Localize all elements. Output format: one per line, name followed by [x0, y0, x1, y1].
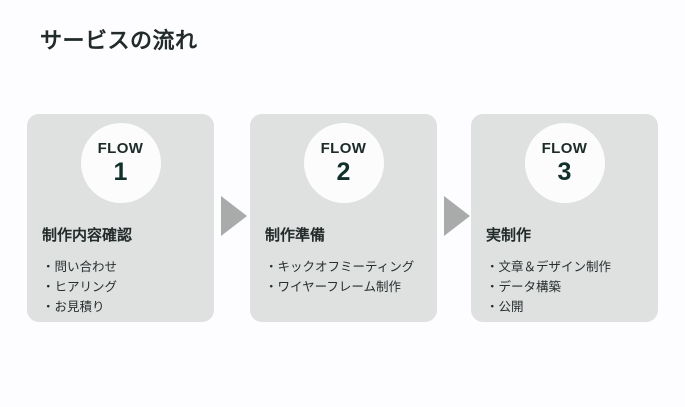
list-item: ・公開 — [486, 300, 524, 314]
flow-badge-number-2: 2 — [336, 158, 351, 186]
flow-step-heading-2: 制作準備 — [265, 227, 326, 244]
flow-step-list-1: ・問い合わせ ・ヒアリング ・お見積り — [42, 257, 206, 317]
flow-badge-2: FLOW 2 — [303, 123, 384, 203]
flow-step-heading-3: 実制作 — [486, 227, 532, 244]
list-item: ・ワイヤーフレーム制作 — [265, 280, 402, 294]
list-item: ・データ構築 — [486, 280, 562, 294]
flow-step-list-3: ・文章＆デザイン制作 ・データ構築 ・公開 — [486, 257, 650, 317]
page-title: サービスの流れ — [40, 28, 198, 53]
flow-badge-number-1: 1 — [113, 158, 128, 186]
flow-badge-1: FLOW 1 — [80, 123, 161, 203]
flow-badge-label-3: FLOW — [541, 140, 588, 157]
list-item: ・問い合わせ — [42, 260, 118, 274]
list-item: ・キックオフミーティング — [265, 260, 415, 274]
arrow-right-icon — [444, 196, 470, 236]
list-item: ・お見積り — [42, 300, 105, 314]
list-item: ・文章＆デザイン制作 — [486, 260, 612, 274]
flow-step-card-1: FLOW 1 制作内容確認 ・問い合わせ ・ヒアリング ・お見積り — [27, 114, 214, 322]
flow-step-heading-1: 制作内容確認 — [42, 227, 133, 244]
list-item: ・ヒアリング — [42, 280, 118, 294]
flow-badge-3: FLOW 3 — [524, 123, 605, 203]
flow-step-list-2: ・キックオフミーティング ・ワイヤーフレーム制作 — [265, 257, 429, 297]
flow-step-card-3: FLOW 3 実制作 ・文章＆デザイン制作 ・データ構築 ・公開 — [471, 114, 658, 322]
flow-diagram: FLOW 1 制作内容確認 ・問い合わせ ・ヒアリング ・お見積り FLOW 2… — [0, 114, 685, 324]
flow-step-card-2: FLOW 2 制作準備 ・キックオフミーティング ・ワイヤーフレーム制作 — [250, 114, 437, 322]
arrow-right-icon — [221, 196, 247, 236]
flow-badge-label-2: FLOW — [320, 140, 367, 157]
flow-badge-number-3: 3 — [557, 158, 572, 186]
flow-badge-label-1: FLOW — [97, 140, 144, 157]
